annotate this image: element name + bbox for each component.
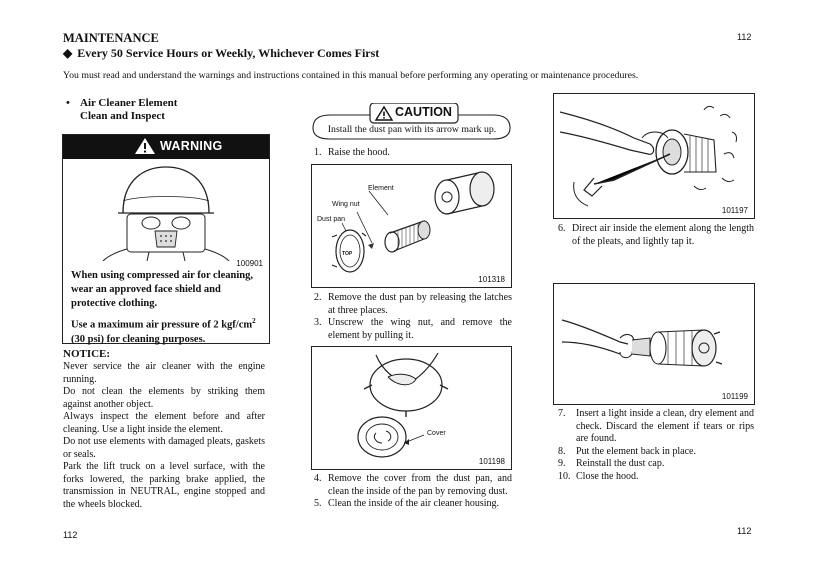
caution-label: CAUTION xyxy=(395,105,452,119)
figure-id-1: 101318 xyxy=(478,275,505,284)
step-5: 5.Clean the inside of the air cleaner ho… xyxy=(314,498,500,509)
label-top: TOP xyxy=(342,251,353,257)
figure-2-dust-pan-cover: Cover 101198 xyxy=(311,346,512,470)
notice-heading: NOTICE: xyxy=(63,348,111,360)
step-4: 4.Remove the cover from the dust pan, an… xyxy=(314,473,512,497)
diamond-bullet-icon: ◆ xyxy=(63,46,73,60)
page-number-left: 112 xyxy=(63,530,78,540)
item-bullet: • xyxy=(66,97,70,109)
notice-line: Always inspect the element before and af… xyxy=(63,411,265,435)
interval-text: Every 50 Service Hours or Weekly, Whiche… xyxy=(77,46,380,60)
step-8: 8.Put the element back in place. xyxy=(558,445,696,457)
figure-id-2: 101198 xyxy=(478,457,505,466)
figure-id-3: 101197 xyxy=(721,206,748,215)
intro-text: You must read and understand the warning… xyxy=(63,70,639,81)
compressed-air-cleaning-illustration xyxy=(559,105,737,207)
air-cleaner-exploded-illustration xyxy=(331,171,495,273)
figure-id-warning: 100901 xyxy=(236,259,263,268)
warning-text-1: When using compressed air for cleaning, … xyxy=(71,270,254,309)
steps-c: 4.Remove the cover from the dust pan, an… xyxy=(314,473,512,511)
notice-line: Do not clean the elements by striking th… xyxy=(63,386,265,410)
item-subtitle: Clean and Inspect xyxy=(80,110,165,122)
notice-line: Park the lift truck on a level surface, … xyxy=(63,461,265,510)
figure-3-air-blowing: 101197 xyxy=(553,93,755,219)
step-7: 7.Insert a light inside a clean, dry ele… xyxy=(558,408,754,444)
figure-1-air-cleaner-parts: Element Wing nut Dust pan TOP 101318 xyxy=(311,164,512,288)
figure-4-light-inspection: 101199 xyxy=(553,283,755,405)
step-1: 1.Raise the hood. xyxy=(314,147,390,158)
notice-body: Never service the air cleaner with the e… xyxy=(63,361,265,511)
label-dust-pan: Dust pan xyxy=(317,216,346,223)
warning-panel: WARNING 100901 When using compressed air… xyxy=(62,134,270,347)
steps-d: 6.Direct air inside the element along th… xyxy=(558,223,754,248)
notice-line: Never service the air cleaner with the e… xyxy=(63,361,265,385)
label-element: Element xyxy=(368,185,394,192)
item-heading: • Air Cleaner Element Clean and Inspect xyxy=(66,97,177,123)
face-shield-illustration xyxy=(102,166,230,261)
warning-label: WARNING xyxy=(160,139,223,153)
warning-header: WARNING xyxy=(63,135,269,159)
dust-pan-cleaning-illustration xyxy=(357,352,449,458)
warning-text: When using compressed air for cleaning, … xyxy=(71,269,263,347)
figure-id-4: 101199 xyxy=(721,392,748,401)
steps-b: 2.Remove the dust pan by releasing the l… xyxy=(314,292,512,342)
caution-box: CAUTION Install the dust pan with its ar… xyxy=(310,103,513,141)
warning-triangle-icon xyxy=(135,138,155,154)
steps-e: 7.Insert a light inside a clean, dry ele… xyxy=(558,408,754,483)
caution-triangle-icon xyxy=(374,105,394,121)
section-title: MAINTENANCE xyxy=(63,31,159,45)
step-10: 10.Close the hood. xyxy=(558,470,639,482)
steps-a: 1.Raise the hood. xyxy=(314,147,514,160)
item-title: Air Cleaner Element xyxy=(80,97,178,109)
step-2: 2.Remove the dust pan by releasing the l… xyxy=(314,292,512,316)
page-number-top: 112 xyxy=(737,32,752,42)
caution-text: Install the dust pan with its arrow mark… xyxy=(327,124,497,135)
step-9: 9.Reinstall the dust cap. xyxy=(558,458,665,469)
step-3: 3.Unscrew the wing nut, and remove the e… xyxy=(314,317,512,341)
interval-heading: ◆ Every 50 Service Hours or Weekly, Which… xyxy=(63,46,379,61)
warning-text-2: Use a maximum air pressure of 2 kgf/cm2 … xyxy=(71,317,256,345)
step-6: 6.Direct air inside the element along th… xyxy=(558,223,754,247)
label-wing-nut: Wing nut xyxy=(332,201,360,208)
label-cover: Cover xyxy=(427,430,446,437)
light-inspection-illustration xyxy=(561,319,723,367)
notice-line: Do not use elements with damaged pleats,… xyxy=(63,436,265,460)
page-number-right: 112 xyxy=(737,526,752,536)
